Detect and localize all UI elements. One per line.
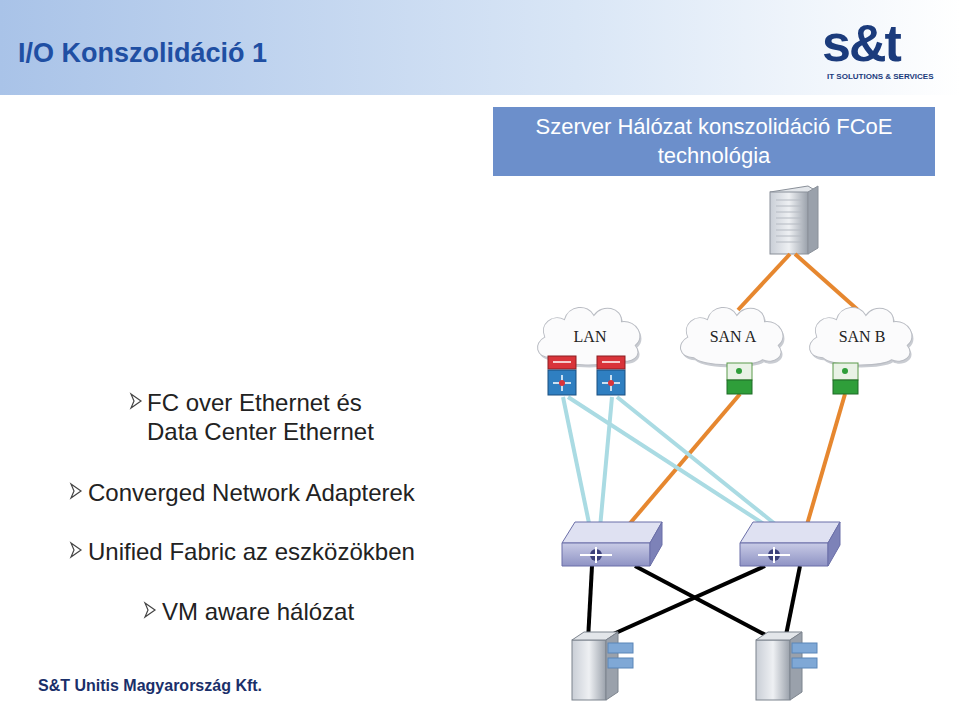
server-icon [756,632,817,700]
network-cloud: SAN B [803,296,921,368]
bullet-text: VM aware hálózat [162,597,354,626]
title-band [0,0,960,95]
cloud-label: SAN B [839,328,886,346]
header-text: Szerver Hálózat konszolidáció FCoE techn… [503,113,925,170]
san-switch [727,363,752,394]
nexus-switch [562,522,662,566]
cloud-label: SAN A [710,328,757,346]
bullet-text: Unified Fabric az eszközökben [88,537,415,566]
header-box: Szerver Hálózat konszolidáció FCoE techn… [493,107,935,176]
logo-text: s&t [822,12,900,75]
cloud-label: LAN [574,328,607,346]
network-cloud: SAN A [674,296,792,368]
nexus-switch [740,522,840,566]
bullet-text: Converged Network Adapterek [88,478,415,507]
san-switch [833,363,858,394]
slide-title: I/O Konszolidáció 1 [18,38,267,69]
bullet-text: FC over Ethernet és Data Center Ethernet [147,388,415,447]
storage-icon [770,186,818,254]
cloud-outline [537,307,640,365]
footer-text: S&T Unitis Magyarország Kft. [38,676,262,696]
cloud-outline [680,307,783,365]
logo-tagline: IT SOLUTIONS & SERVICES [827,72,934,82]
network-cloud: LAN [531,296,649,368]
server-icon [572,632,633,700]
cloud-outline [809,307,912,365]
